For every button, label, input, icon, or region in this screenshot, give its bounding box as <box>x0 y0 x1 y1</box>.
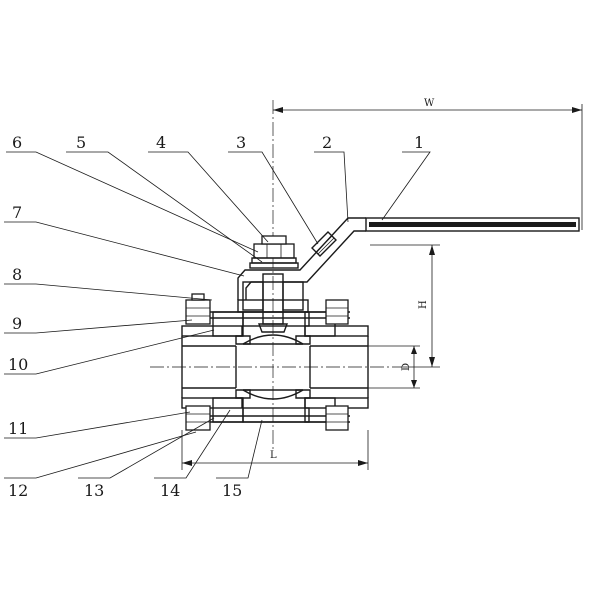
dimension-lines <box>181 104 583 470</box>
callout-9: 9 <box>12 314 22 333</box>
callout-5: 5 <box>76 133 86 152</box>
callout-15: 15 <box>222 481 242 500</box>
body-bore <box>181 334 369 400</box>
callout-4: 4 <box>156 133 166 152</box>
dim-h-label: H <box>418 300 429 309</box>
leader-lines <box>4 151 431 479</box>
callout-6: 6 <box>12 133 22 152</box>
callout-12: 12 <box>8 481 28 500</box>
callout-13: 13 <box>84 481 104 500</box>
stem-nut <box>249 235 299 269</box>
callout-10: 10 <box>8 355 28 374</box>
dimension-labels: W H D L <box>270 98 435 461</box>
body-lower <box>181 389 369 431</box>
callout-7: 7 <box>12 203 22 222</box>
dim-l-label: L <box>270 450 277 461</box>
callout-8: 8 <box>12 265 22 284</box>
callout-3: 3 <box>236 133 246 152</box>
dim-w-label: W <box>424 98 435 109</box>
body-upper <box>181 293 369 345</box>
callout-11: 11 <box>8 419 28 438</box>
callout-2: 2 <box>322 133 332 152</box>
callout-14: 14 <box>160 481 180 500</box>
lever-handle <box>237 217 580 300</box>
callout-1: 1 <box>414 133 424 152</box>
dim-d-label: D <box>401 363 412 371</box>
callout-labels: 1 2 3 4 5 6 7 8 9 10 11 12 13 14 15 <box>8 133 424 500</box>
centerlines <box>150 100 395 450</box>
stem-assembly <box>237 273 309 333</box>
